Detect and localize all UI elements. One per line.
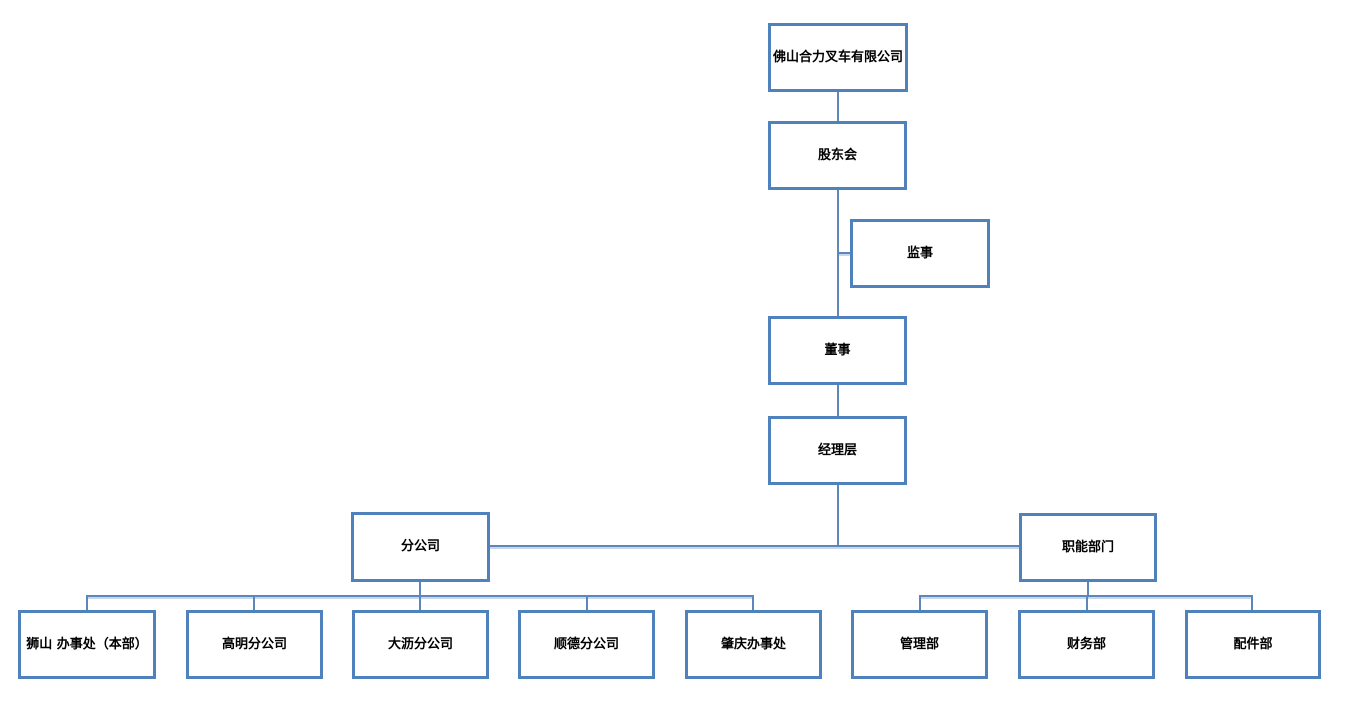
connector-drop-parts	[1251, 595, 1253, 610]
org-node-management-label: 经理层	[817, 442, 857, 458]
connector-company-shareholders	[837, 92, 839, 121]
org-node-supervisor: 监事	[850, 219, 990, 288]
connector-trunk-supervisor	[839, 252, 850, 254]
org-node-finance-label: 财务部	[1066, 636, 1106, 652]
connector-drop-gaoming	[253, 595, 255, 610]
connector-drop-zhaoqing	[752, 595, 754, 610]
org-node-admin: 管理部	[851, 610, 988, 679]
org-node-finance: 财务部	[1018, 610, 1155, 679]
org-node-director-label: 董事	[824, 342, 851, 358]
org-node-shunde-label: 顺德分公司	[553, 636, 619, 652]
org-node-zhaoqing: 肇庆办事处	[685, 610, 822, 679]
connector-branches-drop	[419, 582, 421, 596]
org-node-shishan-label: 狮山 办事处（本部）	[26, 636, 148, 652]
org-node-dali: 大沥分公司	[352, 610, 489, 679]
org-node-dali-label: 大沥分公司	[387, 636, 453, 652]
connector-functional-drop	[1087, 582, 1089, 596]
connector-rail-branches-functional	[490, 545, 1019, 547]
connector-director-management	[837, 385, 839, 416]
org-node-shareholders-label: 股东会	[817, 147, 857, 163]
org-node-supervisor-label: 监事	[906, 245, 933, 261]
org-node-management: 经理层	[768, 416, 907, 485]
connector-drop-dali	[419, 595, 421, 610]
org-node-gaoming: 高明分公司	[186, 610, 323, 679]
connector-drop-finance	[1086, 595, 1088, 610]
org-node-shunde: 顺德分公司	[518, 610, 655, 679]
org-node-shishan: 狮山 办事处（本部）	[18, 610, 156, 679]
org-node-admin-label: 管理部	[899, 636, 939, 652]
connector-drop-shishan	[86, 595, 88, 610]
org-node-director: 董事	[768, 316, 907, 385]
org-node-parts-label: 配件部	[1233, 636, 1273, 652]
org-node-parts: 配件部	[1185, 610, 1321, 679]
org-node-company-label: 佛山合力叉车有限公司	[773, 49, 904, 65]
org-node-functional-label: 职能部门	[1061, 539, 1114, 555]
connector-management-rail	[837, 485, 839, 546]
org-node-shareholders: 股东会	[768, 121, 907, 190]
org-node-branches-label: 分公司	[400, 539, 440, 555]
org-node-company: 佛山合力叉车有限公司	[768, 23, 908, 92]
org-node-zhaoqing-label: 肇庆办事处	[720, 636, 786, 652]
connector-shareholders-director	[837, 190, 839, 316]
org-node-branches: 分公司	[351, 512, 490, 582]
connector-drop-shunde	[586, 595, 588, 610]
org-node-gaoming-label: 高明分公司	[221, 636, 287, 652]
org-node-functional: 职能部门	[1019, 513, 1157, 582]
connector-drop-admin	[919, 595, 921, 610]
